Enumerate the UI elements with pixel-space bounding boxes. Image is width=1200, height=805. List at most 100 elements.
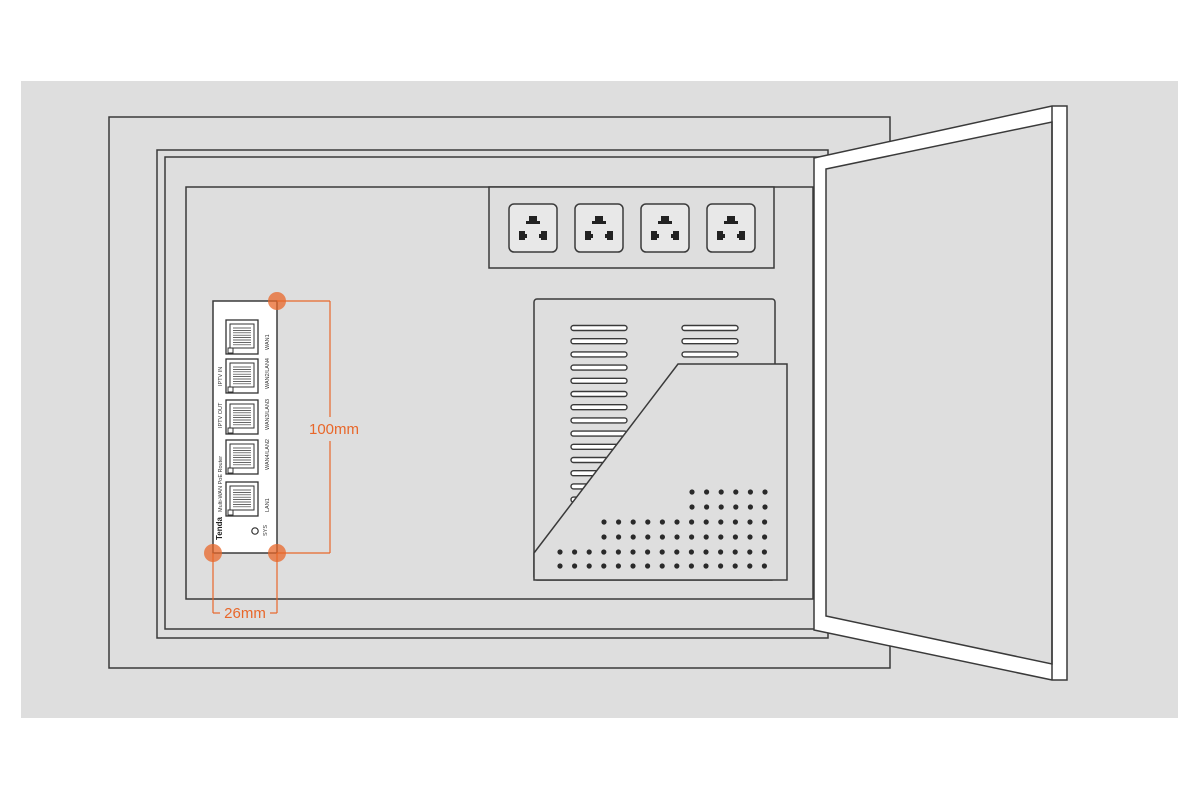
power-socket-icon [640,203,690,253]
sys-led-icon [251,527,259,535]
vent-hole [601,519,607,525]
vent-hole [659,534,666,540]
ventilation-holes [557,489,768,569]
vent-slot [570,351,628,358]
vent-hole [674,563,680,569]
vent-hole [572,563,578,569]
vent-hole [645,534,651,540]
vent-hole [703,563,709,569]
vent-hole [718,534,724,540]
vent-slot [570,377,628,384]
vent-hole [732,519,739,525]
vent-hole [586,549,592,555]
ethernet-port-icon: LAN1 [225,481,271,517]
vent-hole [762,534,768,540]
vent-hole [645,549,651,555]
vent-hole [704,504,710,510]
vent-hole [747,519,753,525]
port-label: WAN1 [265,334,271,350]
vent-hole [747,504,754,510]
vent-hole [762,489,768,495]
vent-hole [732,534,739,540]
vent-hole [674,549,680,555]
cabinet-door [813,105,1068,681]
vent-slot [570,324,628,332]
vent-hole [616,519,622,525]
distribution-box-cover [533,363,788,581]
router-brand: Tenda [215,516,224,540]
power-socket-strip [488,186,775,269]
vent-hole [689,489,695,495]
corner-marker-top [268,292,286,310]
side-label-iptv-in: IPTV IN [218,367,224,386]
power-socket-icon [706,203,756,253]
vent-hole [761,563,768,569]
port-label: WAN2/LAN4 [265,358,271,389]
vent-hole [718,504,724,510]
port-label: WAN4/LAN2 [265,439,271,470]
vent-hole [630,534,636,540]
vent-hole [688,549,695,555]
port-label: WAN3/LAN3 [265,399,271,430]
vent-hole [557,549,563,555]
depth-dimension-label: 26mm [224,605,266,622]
ethernet-port-icon: WAN1 [225,319,271,355]
power-socket-icon [508,203,558,253]
vent-hole [762,504,768,510]
vent-hole [732,563,738,569]
vent-hole [659,519,666,525]
vent-hole [718,519,724,525]
vent-hole [762,519,768,525]
vent-hole [689,519,695,525]
vent-hole [645,563,651,569]
vent-slot [681,338,739,345]
ethernet-port-icon: WAN2/LAN4 [225,358,271,394]
ethernet-port-icon: WAN4/LAN2 [225,439,271,475]
vent-hole [718,563,724,569]
vent-hole [615,563,622,569]
vent-hole [659,549,665,555]
vent-hole [747,549,753,555]
vent-hole [688,563,695,569]
vent-hole [659,563,665,569]
distribution-box [533,298,788,581]
corner-marker-bottom-left [204,544,222,562]
vent-hole [718,549,724,555]
vent-hole [733,504,739,510]
vent-hole [718,489,724,495]
vent-hole [572,549,578,555]
vent-hole [761,549,768,555]
vent-hole [601,563,607,569]
vent-hole [630,549,636,555]
vent-slot [570,417,628,424]
vent-hole [630,519,636,525]
port-label: LAN1 [265,498,271,512]
vent-hole [630,563,636,569]
vent-hole [557,563,563,569]
height-dimension-label: 100mm [309,421,359,438]
dimension-annotations: 100mm 26mm [204,292,359,622]
vent-hole [689,504,695,510]
vent-hole [689,534,695,540]
sys-label: SYS [263,525,269,536]
vent-hole [601,549,607,555]
vent-hole [704,489,710,495]
vent-hole [747,489,754,495]
vent-hole [733,489,739,495]
router-model: Multi-WAN PoE Router [218,456,224,512]
vent-hole [747,534,753,540]
vent-hole [747,563,753,569]
vent-hole [616,534,622,540]
vent-slot [570,364,628,371]
vent-hole [615,549,622,555]
corner-marker-bottom-right [268,544,286,562]
vent-hole [703,534,709,540]
ethernet-port-icon: WAN3/LAN3 [225,399,271,435]
vent-hole [645,519,651,525]
vent-slot [681,351,739,358]
vent-slot [570,430,628,437]
vent-hole [674,519,680,525]
vent-hole [601,534,607,540]
